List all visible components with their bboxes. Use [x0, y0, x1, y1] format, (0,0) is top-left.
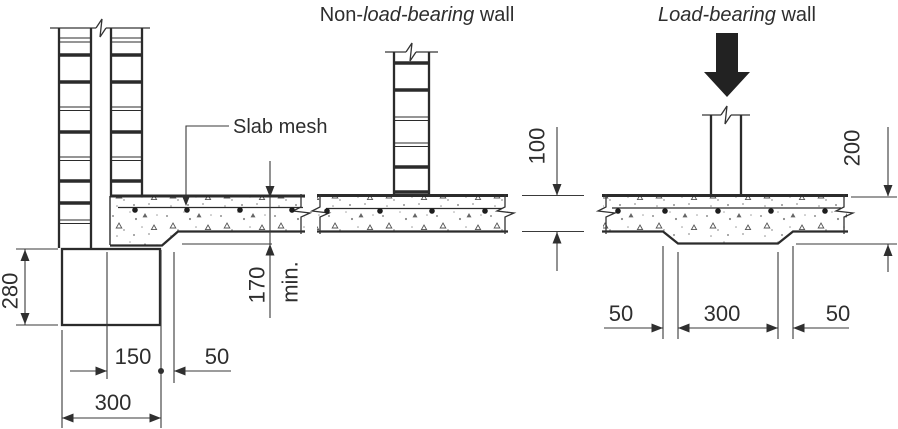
dim-arrow-icon: [62, 413, 74, 423]
title-part-italic: Load-bearing: [658, 4, 776, 26]
load-bearing-detail: Load-bearing wall: [595, 4, 897, 339]
slab-break-icon: [595, 194, 618, 234]
dim-arrow-icon: [149, 413, 161, 423]
dim-value: 300: [95, 390, 132, 415]
extension-lines: [662, 246, 794, 339]
dim-edge-depth: 170 min.: [182, 161, 303, 318]
slab-concrete-fill: [317, 196, 508, 231]
brick-joints-thin: [111, 37, 142, 162]
dim-value: 170: [245, 267, 270, 304]
title-part: Non-: [320, 4, 363, 26]
dim-arrow-icon: [20, 249, 30, 261]
slab-mesh-callout: Slab mesh: [181, 116, 328, 206]
slab-mesh-bars: [615, 208, 828, 214]
slab-edge-thickening: [109, 194, 313, 247]
slab-break-icon: [290, 194, 313, 234]
rebar-dot: [715, 208, 721, 214]
slab-break-icon: [309, 194, 332, 234]
detail-title: Non-load-bearing wall: [320, 4, 515, 26]
slab-concrete-fill: [110, 196, 305, 246]
dim-arrow-icon: [552, 184, 562, 196]
dim-value: 150: [115, 344, 152, 369]
outer-wythe-edges: [57, 28, 93, 248]
extension-lines: [522, 194, 584, 233]
dim-footing-height: 280: [0, 248, 58, 326]
dim-thickening-width: 50 300 50: [604, 246, 850, 339]
rebar-dot: [132, 207, 138, 213]
dim-qualifier: min.: [278, 261, 303, 303]
leader-line: [185, 125, 229, 203]
rebar-dot: [822, 208, 828, 214]
dim-total-depth: 200: [796, 127, 897, 272]
dim-arrow-icon: [20, 313, 30, 325]
title-part-italic: load-bearing: [363, 4, 474, 26]
dim-footing-width: 300: [61, 330, 161, 428]
dim-value: 100: [525, 128, 550, 165]
dim-arrow-icon: [793, 323, 805, 333]
footing-block: [60, 247, 162, 327]
left-foundation-detail: Slab mesh 280 170 min.: [0, 18, 328, 428]
wall-edges: [392, 52, 431, 194]
dim-dot-terminator: [158, 368, 164, 374]
slab-mesh-bars: [132, 207, 295, 213]
brick-joints-thick: [59, 53, 91, 205]
wall-break-icon: [720, 105, 732, 125]
dim-value: 300: [704, 301, 741, 326]
slab-break-icon: [494, 194, 517, 234]
dim-footing-offsets: 150 50: [70, 250, 231, 428]
rebar-dot: [237, 207, 243, 213]
rebar-dot: [615, 208, 621, 214]
extension-lines: [796, 196, 897, 245]
extension-lines: [106, 250, 175, 428]
thickened-slab: [595, 194, 856, 245]
slab-break-icon: [833, 194, 856, 234]
rebar-dot: [324, 208, 330, 214]
dim-arrow-icon: [883, 244, 893, 256]
dim-arrow-icon: [265, 244, 275, 256]
rebar-dot: [482, 208, 488, 214]
floor-slab: [309, 194, 517, 234]
dim-arrow-icon: [883, 185, 893, 197]
extension-lines: [16, 248, 58, 326]
dim-arrow-icon: [265, 186, 275, 198]
rebar-dot: [377, 208, 383, 214]
detail-title: Load-bearing wall: [658, 4, 816, 26]
dim-arrow-icon: [651, 323, 663, 333]
brick-joints-thin: [59, 37, 91, 225]
dim-value: 50: [609, 301, 633, 326]
dim-value: 50: [826, 301, 850, 326]
brick-joints-thin: [394, 116, 429, 148]
cavity-wall: [50, 18, 150, 248]
slab-bottom-line: [110, 230, 305, 247]
brick-joints-thick: [394, 61, 429, 169]
slab-mesh-bars: [324, 208, 488, 214]
brick-wall: [385, 42, 438, 194]
leader-arrow-icon: [181, 194, 191, 206]
wall-edges: [709, 115, 743, 194]
rebar-dot: [768, 208, 774, 214]
load-arrow-icon: [704, 33, 750, 97]
dim-arrow-icon: [174, 366, 186, 376]
title-part: wall: [474, 4, 514, 26]
wall-break-icon: [95, 18, 107, 38]
dim-arrow-icon: [552, 232, 562, 244]
rebar-dot: [662, 208, 668, 214]
dim-arrow-icon: [678, 323, 690, 333]
rebar-dot: [184, 207, 190, 213]
non-load-bearing-detail: Non-load-bearing wall: [309, 4, 584, 271]
slab-bottom-line: [602, 230, 848, 245]
dim-value: 50: [205, 344, 229, 369]
slab-mesh-label: Slab mesh: [233, 116, 328, 138]
rebar-dot: [429, 208, 435, 214]
wall-break-icon: [405, 42, 417, 62]
brick-joints-thick: [111, 53, 142, 183]
dim-value: 200: [840, 130, 865, 167]
dim-arrow-icon: [766, 323, 778, 333]
dim-slab-thickness: 100: [522, 127, 584, 271]
rebar-dot: [289, 207, 295, 213]
dim-arrow-icon: [95, 366, 107, 376]
title-part: wall: [776, 4, 816, 26]
dim-value: 280: [0, 273, 23, 310]
plain-wall: [702, 105, 750, 194]
